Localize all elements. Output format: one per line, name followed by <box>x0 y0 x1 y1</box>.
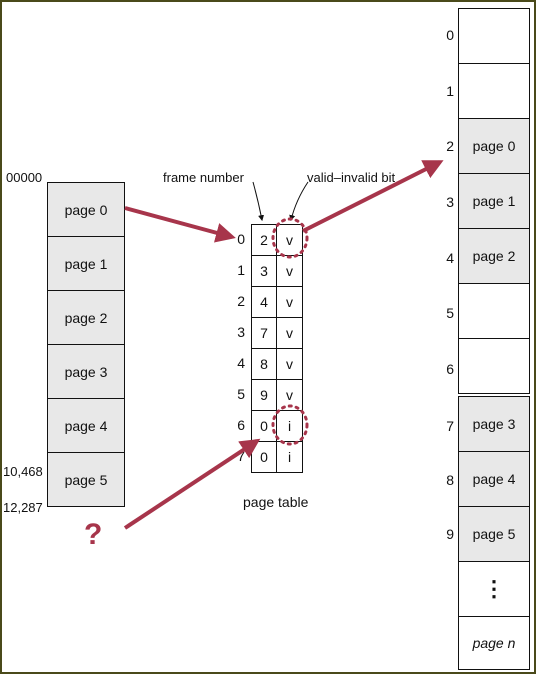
address-start-label: 00000 <box>6 170 43 185</box>
pointer-frame-number <box>252 181 265 222</box>
page-table-index: 1 <box>237 262 245 278</box>
frame-index: 9 <box>446 526 454 542</box>
physical-frame-3: page 1 <box>458 173 530 229</box>
page-table-caption: page table <box>243 494 309 510</box>
frame-index: 5 <box>446 305 454 321</box>
physical-frame-5 <box>458 283 530 339</box>
highlight-invalid-bit-6 <box>271 404 309 446</box>
page-table-index: 0 <box>237 231 245 247</box>
frame-index: 1 <box>446 83 454 99</box>
valid-bit-cell: i <box>276 441 303 473</box>
physical-frame-2: page 0 <box>458 118 530 174</box>
frame-cell: 7 <box>251 317 277 349</box>
frame-index: 4 <box>446 250 454 266</box>
page-table-index: 3 <box>237 324 245 340</box>
frame-index: 8 <box>446 472 454 488</box>
frame-border-top <box>0 0 536 2</box>
valid-bit-cell: v <box>276 224 303 256</box>
physical-frame-1 <box>458 63 530 119</box>
physical-frame-ellipsis: ⋮ <box>458 561 530 617</box>
question-mark: ? <box>84 518 103 551</box>
frame-number-label: frame number <box>163 170 244 185</box>
address-mid-label: 10,468 <box>3 464 43 479</box>
logical-page-3: page 3 <box>47 344 125 399</box>
frame-border-bottom <box>0 672 536 674</box>
address-end-label: 12,287 <box>3 500 43 515</box>
frame-index: 6 <box>446 361 454 377</box>
frame-index: 3 <box>446 194 454 210</box>
frame-index: 7 <box>446 418 454 434</box>
logical-page-4: page 4 <box>47 398 125 453</box>
arrow-page0-to-table <box>124 206 236 243</box>
physical-frame-7: page 3 <box>458 396 530 452</box>
valid-bit-cell: v <box>276 348 303 380</box>
frame-index: 2 <box>446 138 454 154</box>
physical-frame-9: page 5 <box>458 506 530 562</box>
frame-index: 0 <box>446 27 454 43</box>
page-table-index: 2 <box>237 293 245 309</box>
valid-invalid-bit-label: valid–invalid bit <box>307 170 396 185</box>
pointer-valid-bit <box>289 181 309 222</box>
physical-frame-6 <box>458 338 530 394</box>
logical-page-2: page 2 <box>47 290 125 345</box>
arrow-question-to-table <box>123 438 261 530</box>
page-table-index: 6 <box>237 417 245 433</box>
arrow-table-to-frame2 <box>302 160 444 233</box>
page-table-index: 4 <box>237 355 245 371</box>
physical-frame-4: page 2 <box>458 228 530 284</box>
physical-frame-n: page n <box>458 616 530 670</box>
page-table-index: 5 <box>237 386 245 402</box>
physical-frame-0 <box>458 8 530 64</box>
frame-border-left <box>0 0 2 674</box>
frame-border-right <box>534 0 536 674</box>
highlight-valid-bit-0 <box>271 217 309 259</box>
logical-page-5: page 5 <box>47 452 125 507</box>
valid-bit-cell: v <box>276 286 303 318</box>
